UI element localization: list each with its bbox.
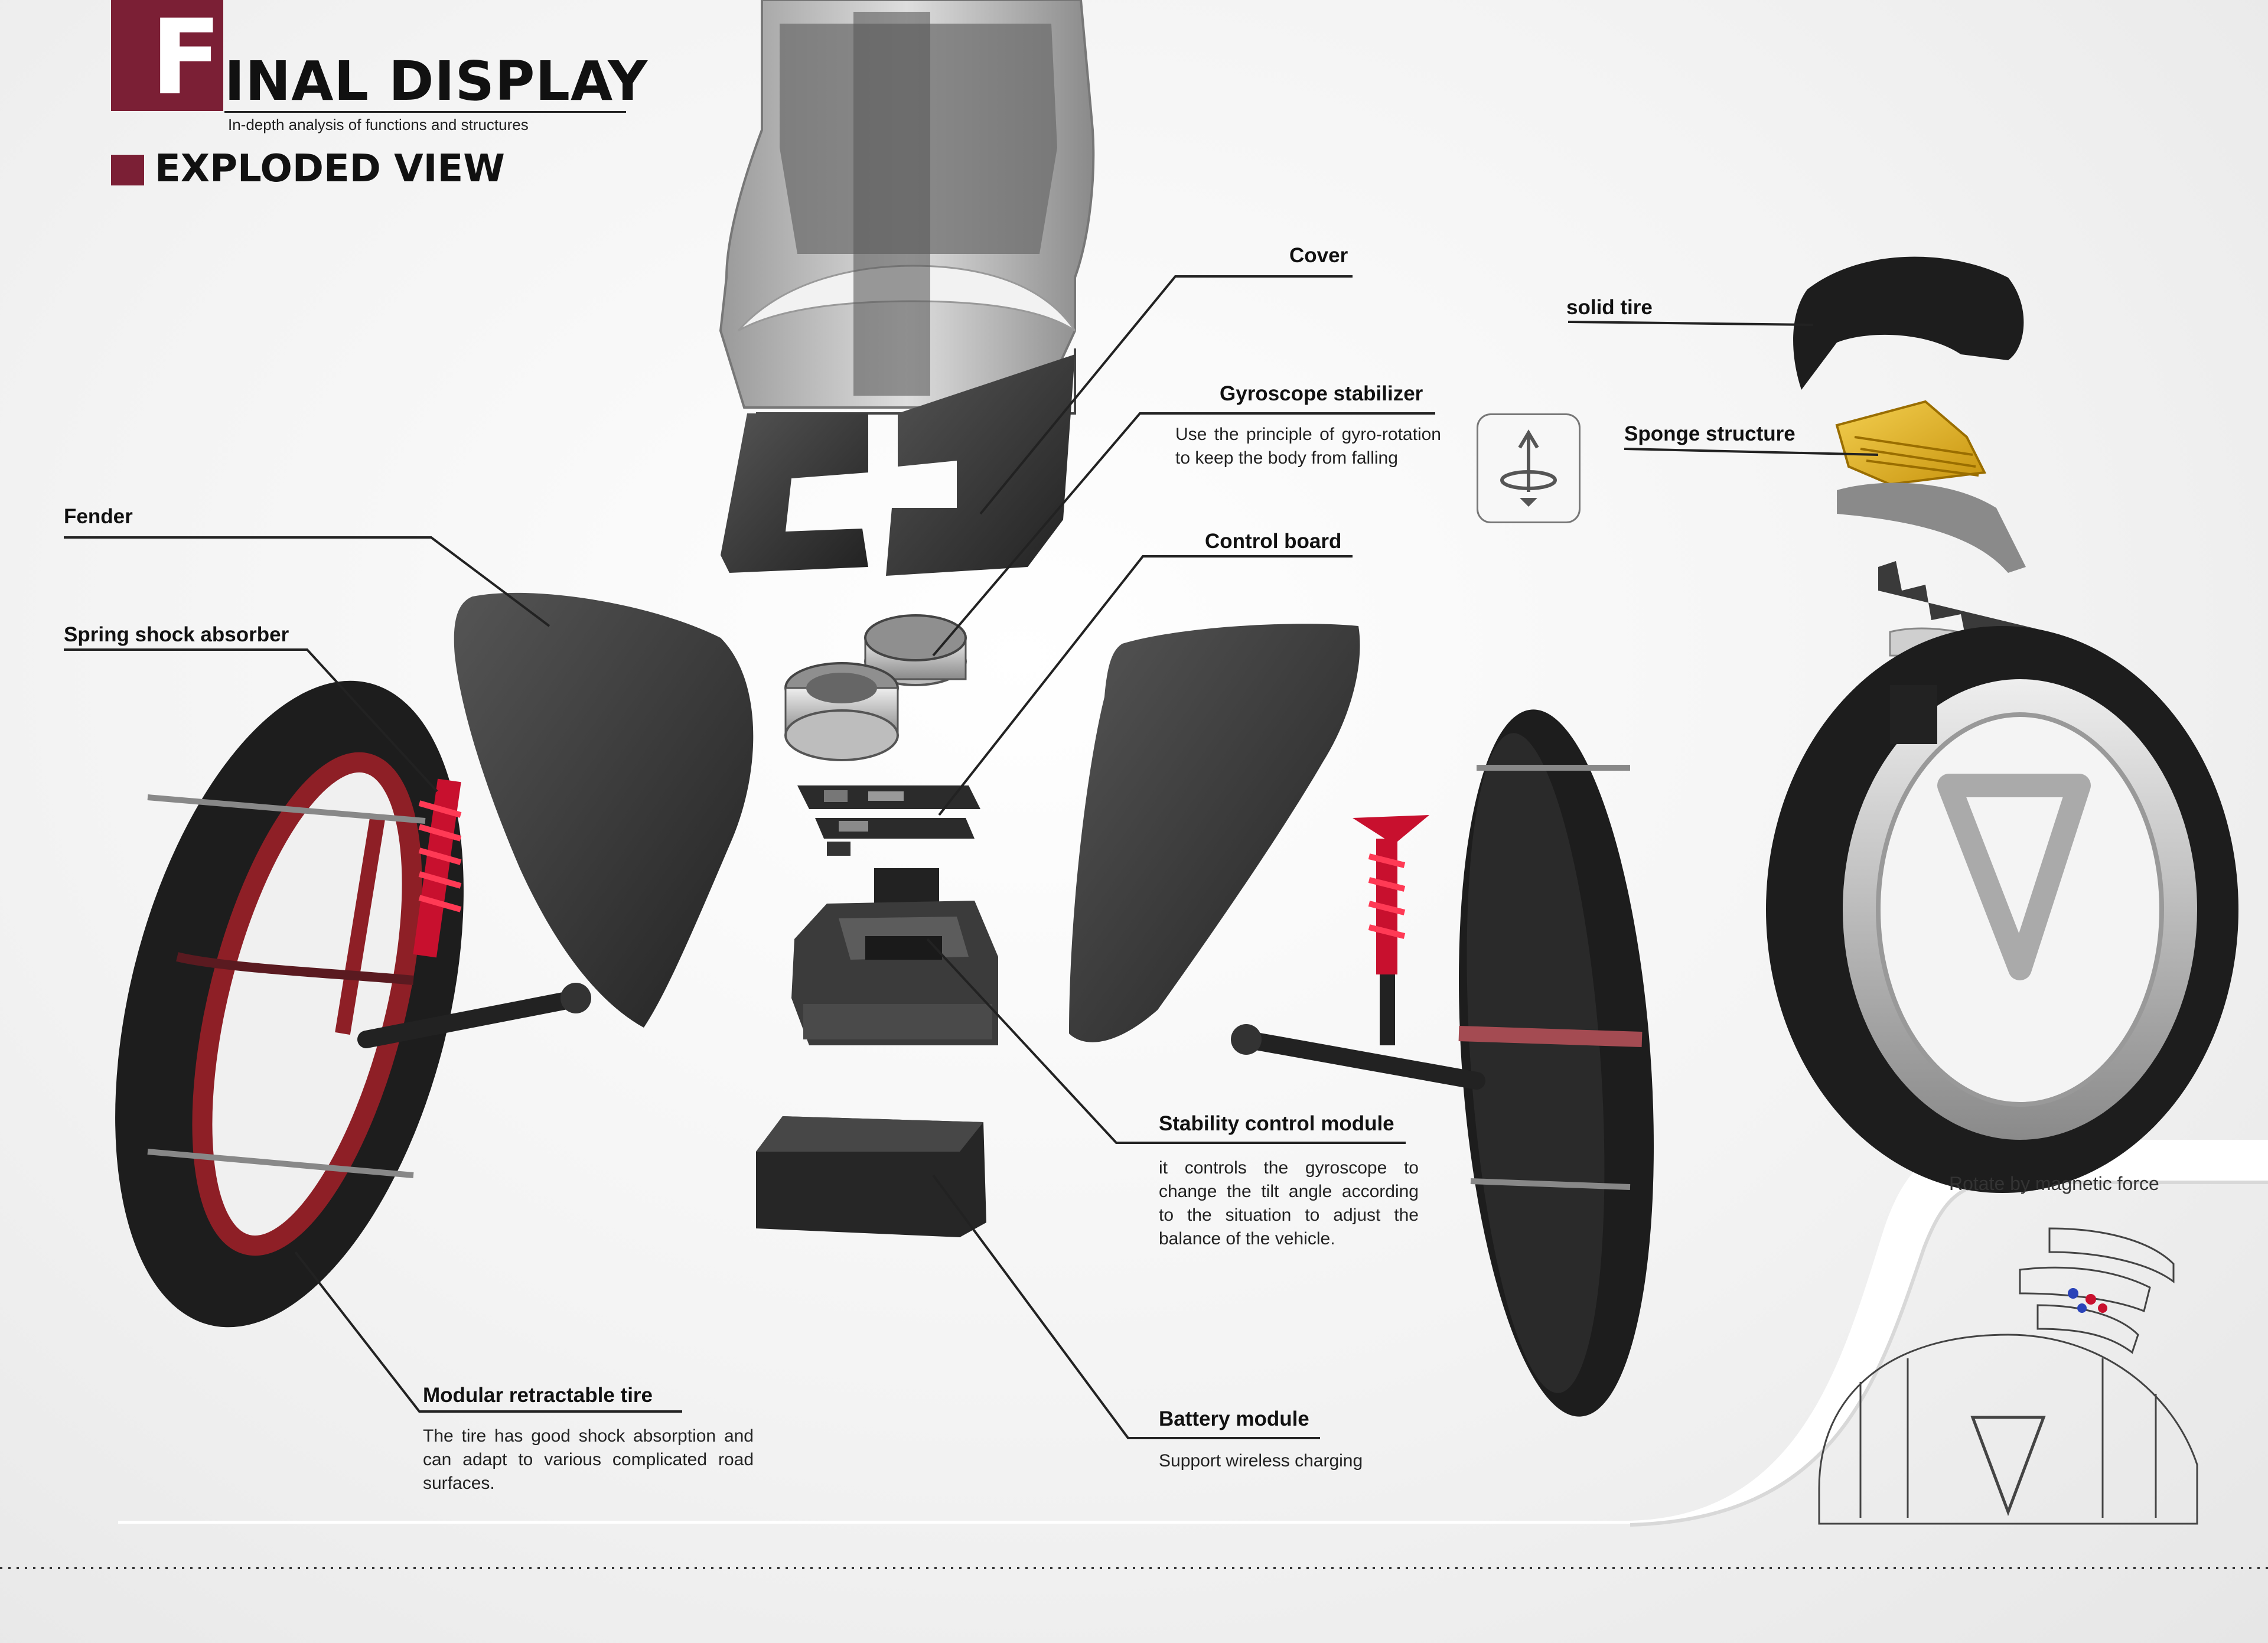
magnet-dot-blue: [2068, 1288, 2078, 1299]
spring-leader: [64, 648, 438, 793]
control-board-label: Control board: [1205, 530, 1342, 553]
right-fender: [1069, 624, 1360, 1042]
page-title: INAL DISPLAY: [224, 50, 649, 113]
left-shock-absorber: [357, 778, 591, 1048]
title-underline: [224, 111, 626, 113]
control-boards: [797, 785, 980, 856]
battery-module: [756, 1116, 986, 1237]
magnetic-rotation-diagram: [1818, 1227, 2198, 1525]
body-shell: [719, 0, 1095, 415]
gyroscope-label: Gyroscope stabilizer: [1220, 382, 1423, 405]
modular-tire-label: Modular retractable tire: [423, 1384, 653, 1407]
right-wheel: [1458, 709, 1654, 1417]
cover-leader: [979, 275, 1353, 515]
gyroscope-leader: [932, 412, 1435, 657]
section-marker: [111, 155, 144, 185]
section-title: EXPLODED VIEW: [155, 147, 505, 191]
modular-tire-description: The tire has good shock absorption and c…: [423, 1426, 754, 1493]
gyroscope-rings: [784, 614, 967, 761]
magnet-dot-red: [2085, 1294, 2096, 1305]
cover-panels: [721, 354, 1075, 576]
gyroscope-description: Use the principle of gyro-rotation to ke…: [1175, 425, 1441, 468]
wheel-hub-assembly: [1766, 626, 2238, 1193]
fender-label: Fender: [64, 505, 133, 528]
page-subtitle: In-depth analysis of functions and struc…: [228, 116, 529, 133]
cover-label: Cover: [1289, 244, 1348, 267]
brand-square: [111, 0, 223, 111]
tire-leader: [294, 1251, 682, 1413]
sponge-leader: [1624, 448, 1879, 456]
inset-caption: Rotate by magnetic force: [1949, 1173, 2159, 1194]
spring-shock-absorber-label: Spring shock absorber: [64, 623, 289, 646]
solid-tire-label: solid tire: [1566, 296, 1653, 319]
stability-leader: [926, 938, 1406, 1144]
battery-module-label: Battery module: [1159, 1407, 1309, 1430]
solid-tire-leader: [1568, 321, 1814, 326]
stability-module: [791, 868, 998, 1045]
stability-module-description: it controls the gyroscope to change the …: [1159, 1158, 1419, 1248]
sponge-structure-label: Sponge structure: [1624, 422, 1795, 445]
battery-module-description: Support wireless charging: [1159, 1451, 1363, 1471]
background-swoosh-edge: [1630, 1181, 2268, 1527]
left-fender: [454, 592, 754, 1028]
rotation-arrow-icon: [1477, 413, 1581, 523]
leader-lines: [64, 275, 1879, 1439]
sponge-structure: [1835, 400, 1987, 486]
stability-module-label: Stability control module: [1159, 1112, 1394, 1135]
magnet-dot-red-2: [2098, 1303, 2107, 1313]
fender-leader: [64, 536, 550, 627]
left-wheel: [115, 680, 464, 1328]
magnet-dot-blue-2: [2077, 1303, 2087, 1313]
title-initial: F: [151, 0, 222, 118]
control-board-leader: [938, 555, 1353, 816]
battery-leader: [932, 1174, 1320, 1439]
right-shock-absorber: [1231, 815, 1485, 1090]
solid-tire-segment: [1793, 256, 2024, 390]
